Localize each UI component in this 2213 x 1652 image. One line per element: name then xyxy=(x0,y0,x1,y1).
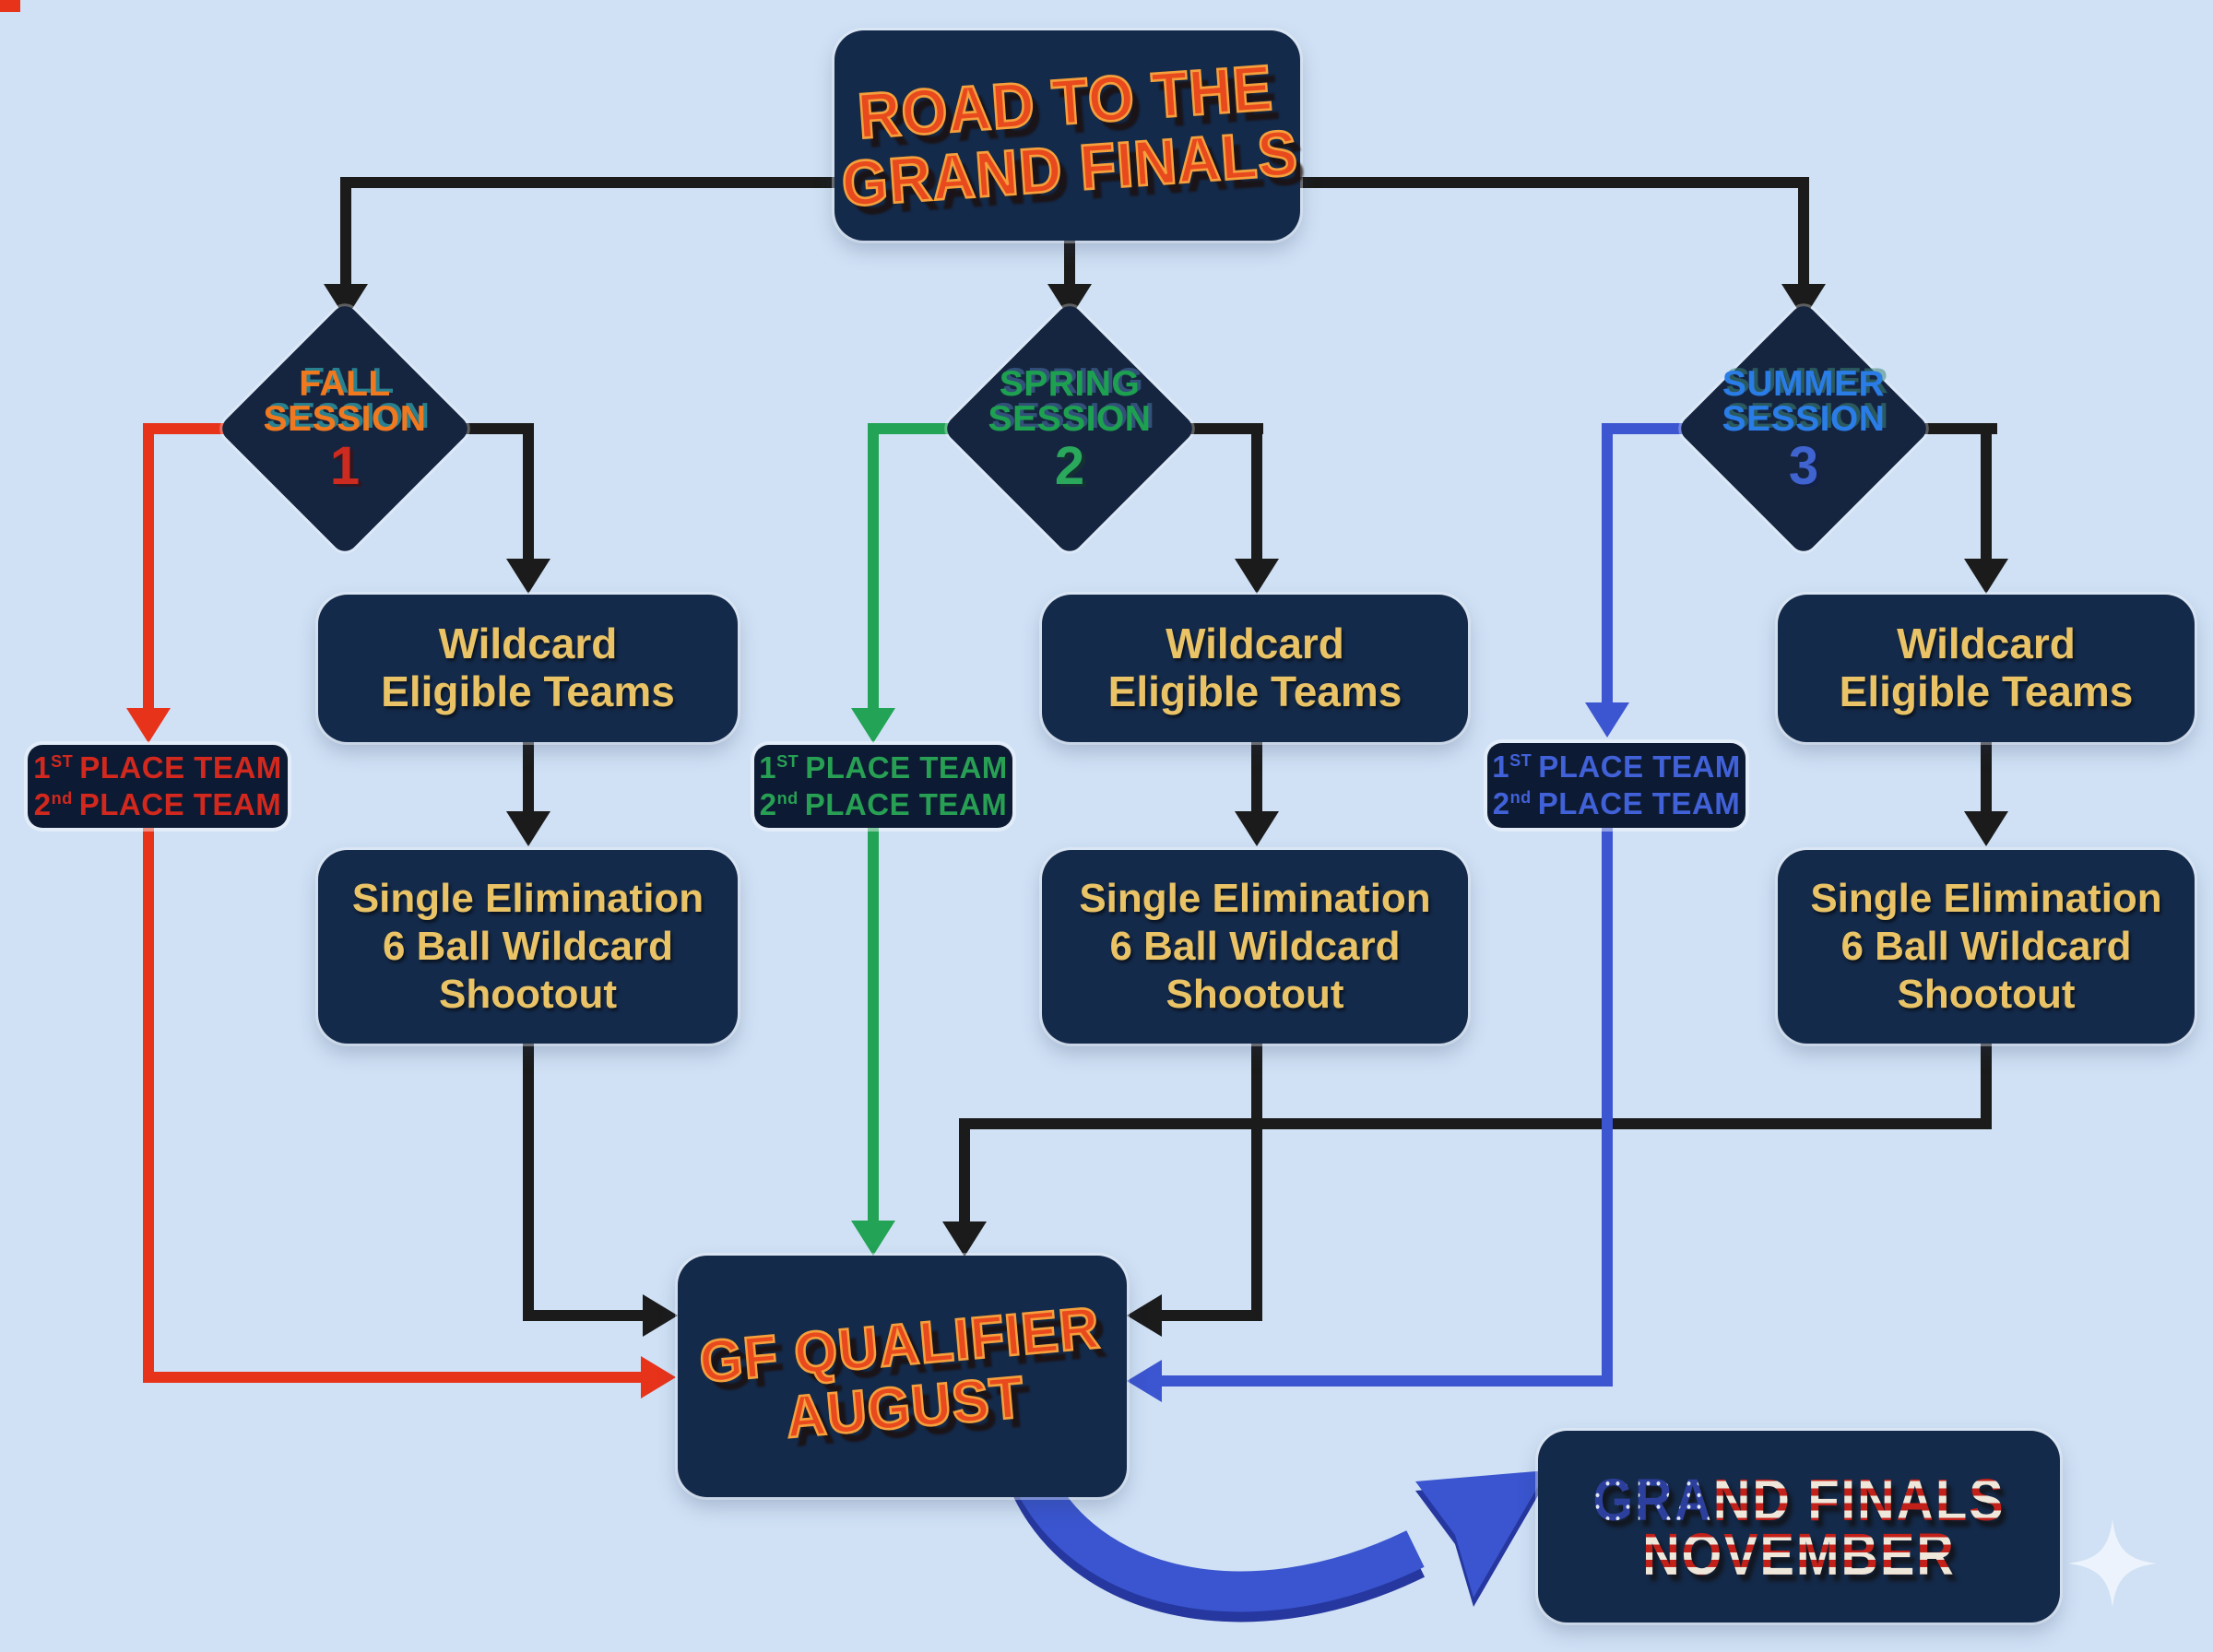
grand-finals-title: GRAND FINALS NOVEMBER xyxy=(1592,1465,2006,1587)
arrow-right-icon xyxy=(641,1356,676,1398)
drop-line-fall xyxy=(340,177,351,286)
fall-place-line xyxy=(143,826,154,1379)
summer-session-label: SUMMER SESSION 3 xyxy=(1722,364,1886,496)
arrow-down-icon xyxy=(851,1221,895,1256)
shootout3-to-gf-line xyxy=(959,1118,1992,1129)
gf-qualifier-box: GF QUALIFIER AUGUST xyxy=(678,1256,1127,1497)
spring-place-line xyxy=(868,423,949,434)
shootout2-to-gf-line xyxy=(1251,1042,1262,1316)
arrow-down-icon xyxy=(1235,559,1279,594)
shootout3-to-gf-line xyxy=(959,1118,970,1224)
arrow-down-icon xyxy=(1964,559,2008,594)
arrow-right-icon xyxy=(643,1294,678,1337)
spring-to-wildcard-line xyxy=(1251,423,1262,561)
summer-place-line xyxy=(1602,423,1613,705)
arrow-down-icon xyxy=(1235,811,1279,846)
shootout1-to-gf-line xyxy=(523,1310,652,1321)
grand-finals-box: GRAND FINALS NOVEMBER xyxy=(1538,1431,2060,1622)
fall-place-line xyxy=(143,423,224,434)
wildcard-to-shootout-line xyxy=(1251,742,1262,814)
arrow-down-icon xyxy=(126,708,171,743)
arrow-down-icon xyxy=(942,1221,987,1257)
arrow-down-icon xyxy=(1585,702,1629,738)
spring-place-line xyxy=(868,423,879,711)
sparkle-icon xyxy=(2068,1519,2157,1608)
arrow-left-icon xyxy=(1127,1294,1162,1337)
spring-session-label: SPRING SESSION 2 xyxy=(988,364,1152,496)
swoosh-arrow-icon xyxy=(1003,1449,1547,1622)
drop-line-summer xyxy=(1798,177,1809,286)
arrow-left-icon xyxy=(1127,1360,1162,1402)
summer-place-line xyxy=(1602,423,1683,434)
wildcard-to-shootout-line xyxy=(1981,742,1992,814)
arrow-down-icon xyxy=(506,559,550,594)
arrow-down-icon xyxy=(851,708,895,743)
fall-place-line xyxy=(143,423,154,711)
corner-artifact xyxy=(0,0,20,12)
summer-place-line xyxy=(1162,1375,1613,1386)
spring-place-line xyxy=(868,826,879,1222)
gf-qualifier-title: GF QUALIFIER AUGUST xyxy=(695,1293,1103,1451)
fall-to-wildcard-line xyxy=(523,423,534,561)
shootout1-to-gf-line xyxy=(523,1042,534,1316)
wildcard-to-shootout-line xyxy=(523,742,534,814)
fall-session-label: FALL SESSION 1 xyxy=(263,364,427,496)
fall-place-line xyxy=(143,1372,645,1383)
shootout3-to-gf-line xyxy=(1981,1042,1992,1129)
drop-line-spring xyxy=(1064,230,1075,286)
title-box: ROAD TO THE GRAND FINALS xyxy=(834,30,1301,241)
arrow-down-icon xyxy=(506,811,550,846)
summer-place-line xyxy=(1602,826,1613,1379)
summer-to-wildcard-line xyxy=(1981,423,1992,561)
shootout2-to-gf-line xyxy=(1160,1310,1262,1321)
page-title: ROAD TO THE GRAND FINALS xyxy=(838,51,1301,221)
arrow-down-icon xyxy=(1964,811,2008,846)
